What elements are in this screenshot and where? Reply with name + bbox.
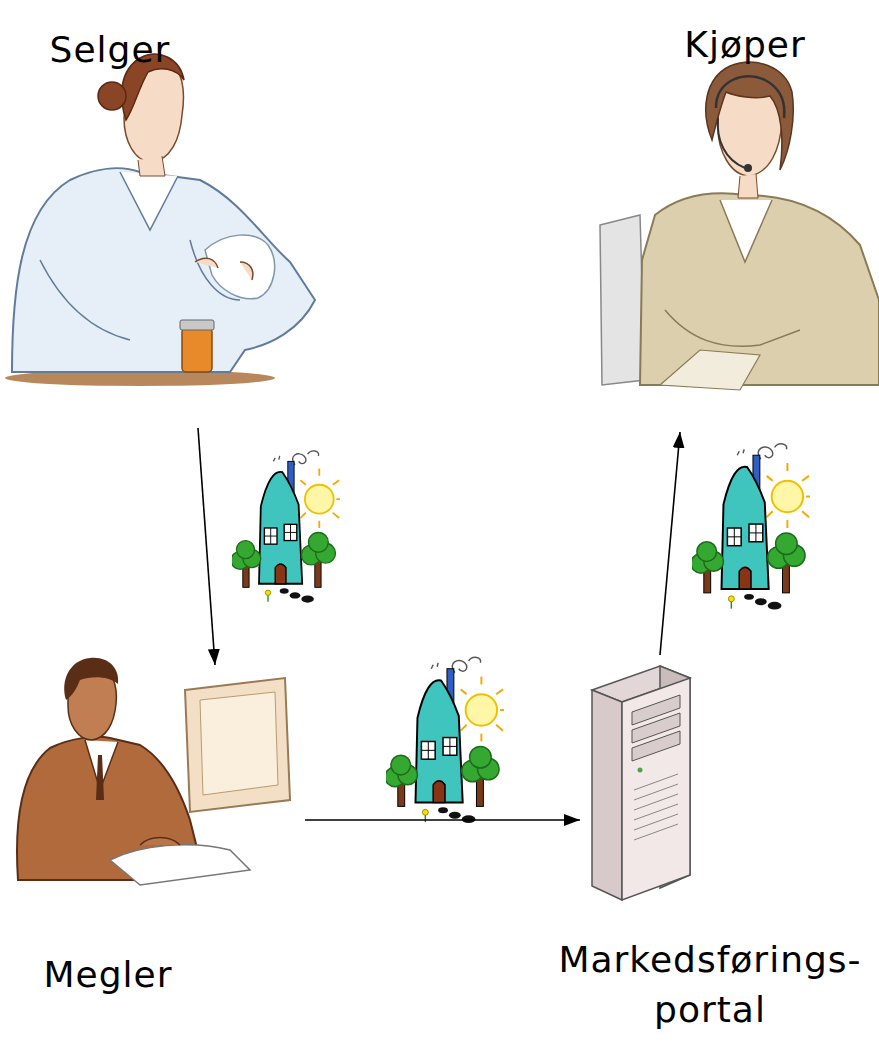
node-label: Selger bbox=[10, 25, 210, 75]
figure-node: Kjøper bbox=[590, 20, 879, 432]
flow-arrow bbox=[305, 819, 580, 821]
node-label: Megler bbox=[8, 950, 208, 1000]
figure-node: Markedsførings- portal bbox=[580, 655, 879, 1045]
server-figure bbox=[592, 666, 690, 900]
seller-figure bbox=[5, 54, 315, 386]
figure-node: Megler bbox=[0, 665, 305, 1005]
house-clipart bbox=[231, 451, 344, 603]
house-clipart bbox=[691, 444, 814, 610]
broker-figure bbox=[17, 658, 290, 885]
node-label: Kjøper bbox=[645, 20, 845, 70]
flow-arrow bbox=[660, 432, 680, 655]
flow-arrow bbox=[198, 428, 215, 665]
house-clipart bbox=[385, 657, 508, 823]
buyer-figure bbox=[600, 62, 879, 390]
node-label: Markedsførings- portal bbox=[550, 935, 870, 1035]
figure-node: Selger bbox=[0, 20, 390, 428]
